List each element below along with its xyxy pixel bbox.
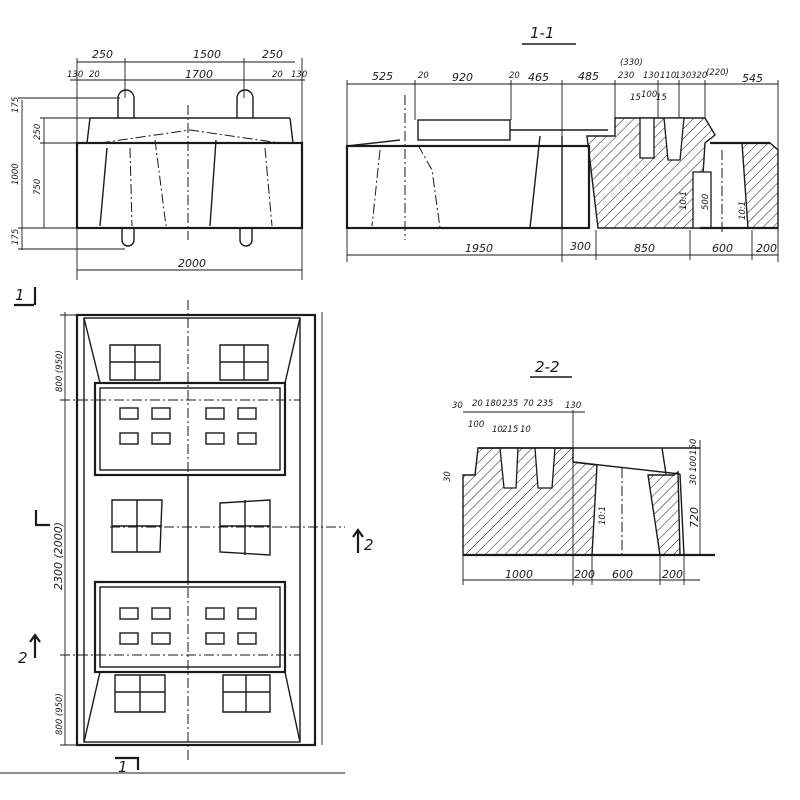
section-mark: 2 — [364, 536, 374, 554]
dim-label: 200 — [662, 568, 683, 581]
plan-view: 800 (950) 2300 (2000) 800 (950) 1 1 2 2 — [0, 286, 374, 776]
dim-label: 485 — [578, 70, 599, 83]
dim-label: 920 — [452, 71, 473, 84]
dim-label: 500 — [701, 194, 711, 210]
panel — [93, 580, 287, 674]
lifting-loop — [236, 89, 254, 118]
dim-label: 30 — [452, 401, 463, 411]
dim-label: 20 — [472, 399, 483, 409]
dim-label: 200 — [756, 242, 777, 255]
dim-label: 30 — [443, 471, 453, 482]
front-elevation: 250 1500 250 130 20 1700 20 130 175 250 … — [11, 48, 307, 280]
dim-label: 850 — [634, 242, 655, 255]
section-title: 1-1 — [530, 24, 555, 42]
dim-label: 2000 — [178, 257, 206, 270]
dim-label: 215 — [502, 425, 518, 435]
dim-label: 250 — [262, 48, 283, 61]
section-2-2: 2-2 30 20 180 235 70 235 130 100 10 215 … — [443, 358, 715, 585]
dim-label: 130 — [291, 70, 307, 80]
dim-label: 130 — [67, 70, 83, 80]
dim-label: 250 — [92, 48, 113, 61]
lifting-loop — [239, 228, 253, 247]
dim-label: 1700 — [185, 68, 213, 81]
dim-label: 20 — [418, 71, 429, 81]
dim-label: 465 — [528, 71, 549, 84]
dim-label: 130 — [643, 71, 659, 81]
hatched-section — [462, 447, 598, 556]
dim-label: 130 — [565, 401, 581, 411]
dim-label: 20 — [509, 71, 520, 81]
section-mark: 2 — [18, 649, 28, 667]
dim-label: 1950 — [465, 242, 493, 255]
lifting-loop — [121, 228, 135, 247]
dim-label: 600 — [712, 242, 733, 255]
dim-label: 15 — [630, 93, 641, 103]
section-mark: 1 — [118, 758, 128, 776]
dim-label: 300 — [570, 240, 591, 253]
dim-label: 130 — [675, 71, 691, 81]
dim-label: (330) — [620, 58, 643, 68]
dim-label: 2300 (2000) — [52, 522, 65, 590]
dim-label: 70 — [523, 399, 534, 409]
dim-label: 235 — [502, 399, 518, 409]
dim-label: 1000 — [11, 163, 21, 185]
dim-label: 100 — [641, 90, 657, 100]
dim-label: 720 — [688, 507, 701, 528]
dim-label: 750 — [33, 179, 43, 195]
panel — [93, 381, 287, 477]
dim-label: 100 — [689, 456, 699, 472]
section-mark: 1 — [15, 286, 25, 304]
dim-label: 20 — [89, 70, 100, 80]
dim-label: (220) — [706, 68, 729, 78]
dim-label: 100 — [468, 420, 484, 430]
dim-label: 1500 — [193, 48, 221, 61]
slope-label: 10:1 — [598, 506, 608, 525]
hatched-section — [586, 117, 716, 229]
dim-label: 545 — [742, 72, 763, 85]
hatched-section — [647, 470, 681, 556]
slope-label: 10:1 — [679, 191, 689, 210]
dim-label: 30 — [689, 474, 699, 485]
dim-label: 15 — [656, 93, 667, 103]
section-1-1: 1-1 525 20 920 20 — [345, 24, 779, 262]
dim-label: 800 (950) — [55, 693, 65, 735]
dim-label: 180 — [485, 399, 501, 409]
lifting-loop — [117, 89, 135, 118]
dim-label: 175 — [11, 97, 21, 113]
section-title: 2-2 — [535, 358, 560, 376]
dim-label: 10 — [520, 425, 531, 435]
dim-label: 10 — [492, 425, 503, 435]
window-grid — [119, 407, 257, 645]
slope-label: 10:1 — [738, 201, 748, 220]
dim-label: 230 — [618, 71, 634, 81]
dim-label: 320 — [691, 71, 707, 81]
dim-label: 1000 — [505, 568, 533, 581]
dim-label: 600 — [612, 568, 633, 581]
dim-label: 525 — [372, 70, 393, 83]
dim-label: 20 — [272, 70, 283, 80]
dim-label: 175 — [11, 229, 21, 245]
dim-label: 235 — [537, 399, 553, 409]
dim-label: 110 — [660, 71, 676, 81]
dim-label: 250 — [33, 124, 43, 140]
dim-label: 800 (950) — [55, 350, 65, 392]
dim-label: 200 — [574, 568, 595, 581]
dim-label: 150 — [689, 439, 699, 455]
